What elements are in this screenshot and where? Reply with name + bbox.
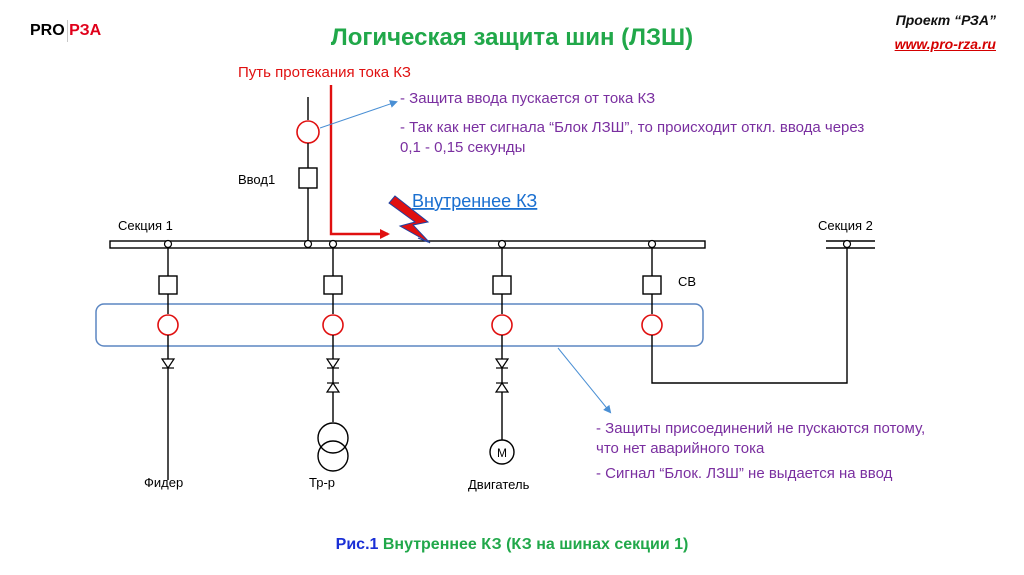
bus-section-2 — [826, 240, 875, 249]
note-link-bottom — [557, 347, 612, 414]
sectional-relay — [641, 314, 663, 336]
feeder-relay — [157, 314, 179, 336]
feeder-protection-box — [95, 303, 704, 347]
figure-caption-text: Внутреннее КЗ (КЗ на шинах секции 1) — [382, 536, 689, 553]
sv-label: СВ — [678, 274, 696, 289]
input-relay — [296, 120, 320, 144]
motor-icon — [489, 439, 515, 465]
feeder-breaker — [158, 275, 178, 295]
project-name: Проект “РЗА” — [895, 12, 996, 28]
input-label: Ввод1 — [238, 172, 275, 187]
sectional-breaker — [642, 275, 662, 295]
motor-breaker — [492, 275, 512, 295]
motor-symbol: М — [497, 446, 507, 460]
figure-number: Рис.1 — [335, 536, 379, 553]
sectional-breaker-branch — [641, 239, 852, 384]
fault-current-path — [329, 85, 390, 239]
section-1-label: Секция 1 — [118, 218, 173, 233]
figure-caption: Рис.1 Внутреннее КЗ (КЗ на шинах секции … — [0, 536, 1024, 554]
internal-fault-label: Внутреннее КЗ — [412, 191, 537, 211]
transformer-breaker — [323, 275, 343, 295]
transformer-branch — [317, 239, 349, 472]
logo: PRO РЗА — [30, 22, 101, 40]
section-2-label: Секция 2 — [818, 218, 873, 233]
motor-relay — [491, 314, 513, 336]
note-bottom-2: что нет аварийного тока — [596, 440, 765, 457]
feeder-label: Фидер — [144, 475, 183, 490]
note-bottom-3: - Сигнал “Блок. ЛЗШ” не выдается на ввод — [596, 465, 893, 482]
site-link[interactable]: www.pro-rza.ru — [894, 36, 996, 52]
transformer-relay — [322, 314, 344, 336]
fault-lightning-icon — [388, 195, 431, 244]
note-top-2: - Так как нет сигнала “Блок ЛЗШ”, то про… — [400, 119, 865, 136]
fault-path-label: Путь протекания тока КЗ — [238, 64, 411, 81]
logo-rza: РЗА — [69, 22, 102, 39]
note-top-1: - Защита ввода пускается от тока КЗ — [400, 90, 656, 107]
feeder-branch — [157, 239, 179, 480]
input-breaker — [298, 167, 318, 189]
logo-pro: PRO — [30, 22, 65, 39]
note-top-3: 0,1 - 0,15 секунды — [400, 139, 526, 156]
page-title: Логическая защита шин (ЛЗШ) — [330, 24, 694, 51]
logo-divider — [67, 20, 68, 42]
bus-section-1 — [109, 240, 706, 249]
transformer-label: Тр-р — [309, 475, 335, 490]
motor-branch: М — [489, 239, 515, 465]
transformer-icon — [317, 422, 349, 454]
note-bottom-1: - Защиты присоединений не пускаются пото… — [596, 420, 926, 437]
note-link-top — [319, 100, 398, 129]
motor-label: Двигатель — [468, 477, 530, 492]
input-feeder — [296, 97, 320, 249]
